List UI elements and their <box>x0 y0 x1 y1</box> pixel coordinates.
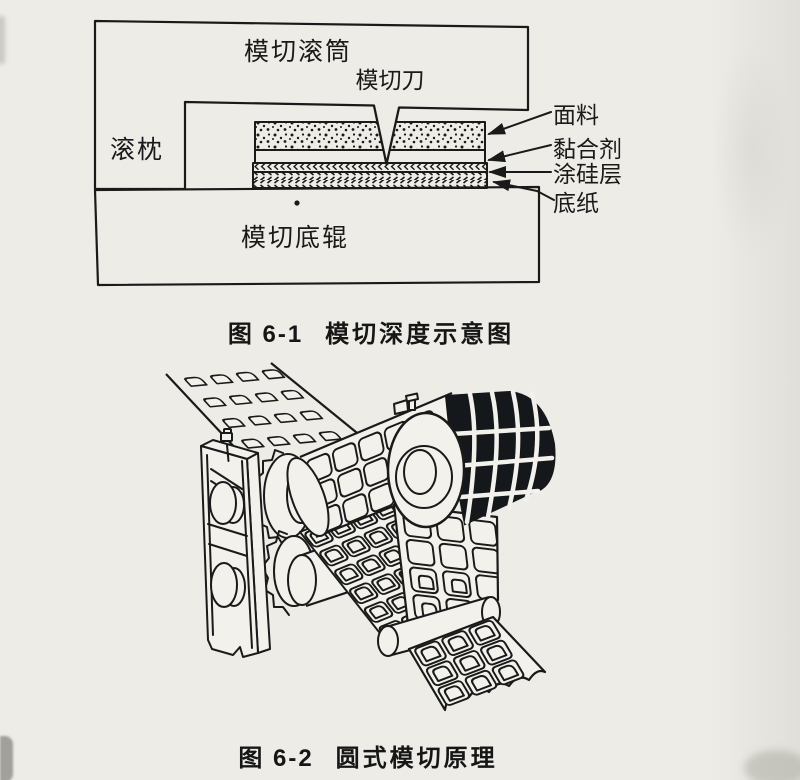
laminate-stack <box>252 121 488 189</box>
face-stock-layer <box>255 122 485 150</box>
label-bearer: 滚枕 <box>110 136 164 164</box>
label-base-paper: 底纸 <box>553 190 599 216</box>
label-adhesive: 黏合剂 <box>553 136 622 162</box>
figure2-caption: 图 6-2 圆式模切原理 <box>238 738 497 773</box>
knife-v <box>374 105 399 164</box>
label-die-knife: 模切刀 <box>356 67 425 93</box>
outfeed-web <box>407 615 547 712</box>
figure1-caption-number: 图 6-1 <box>227 321 304 348</box>
machine-frame <box>200 428 271 658</box>
label-anvil-roller: 模切底辊 <box>241 224 349 252</box>
liner-layer-2 <box>253 180 487 188</box>
frame-bolt <box>220 428 233 462</box>
label-face-stock: 面料 <box>553 102 599 128</box>
adhesive-layer <box>254 149 486 164</box>
web-holes <box>182 368 343 450</box>
figure2-caption-number: 图 6-2 <box>238 745 314 772</box>
center-dot <box>294 200 300 206</box>
incoming-web <box>165 362 368 453</box>
die-grid-lines <box>449 389 555 525</box>
figure1-caption: 图 6-1 模切深度示意图 <box>228 314 514 349</box>
magnetic-die-cylinder <box>386 389 556 529</box>
figure1-diagram: 模切滚筒 模切刀 滚枕 面料 黏合剂 涂硅层 底纸 模切底辊 <box>93 19 622 287</box>
liner-layer <box>253 172 487 180</box>
silicone-layer <box>253 163 487 172</box>
flange-bolt <box>393 392 419 415</box>
hub-ring <box>395 445 453 509</box>
label-silicone: 涂硅层 <box>553 161 622 187</box>
figure2-caption-title: 圆式模切原理 <box>335 745 498 772</box>
hub-bore <box>403 449 437 495</box>
figure2-illustration <box>165 362 556 712</box>
label-die-cylinder: 模切滚筒 <box>244 38 352 66</box>
layer-arrows <box>487 111 555 201</box>
figure1-caption-title: 模切深度示意图 <box>325 321 515 348</box>
